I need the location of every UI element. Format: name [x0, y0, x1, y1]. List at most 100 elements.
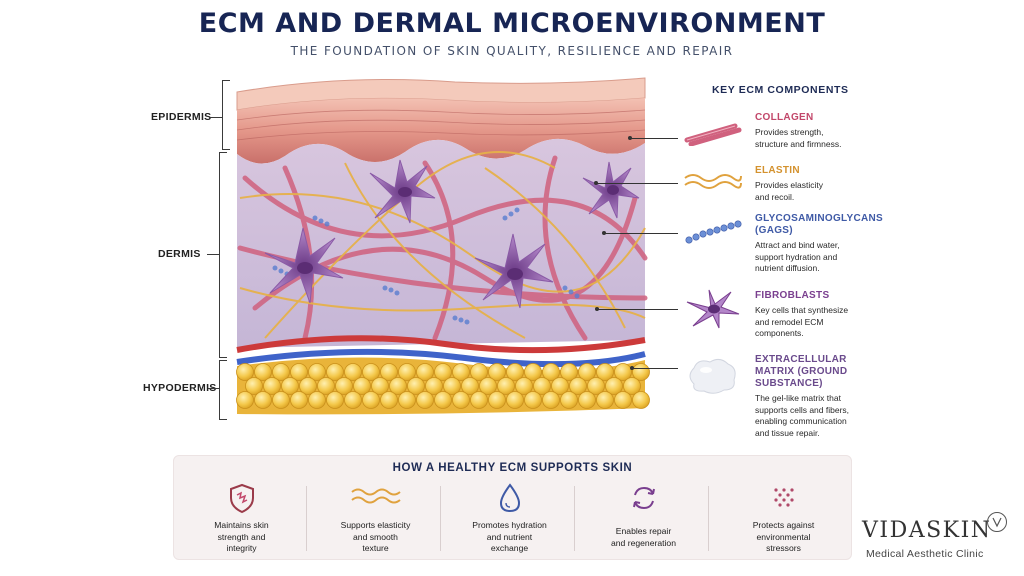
fat-cell — [488, 363, 506, 381]
benefit-hydration-line3: exchange — [490, 543, 529, 553]
fat-cell — [407, 377, 425, 395]
page-title: ECM AND DERMAL MICROENVIRONMENT — [198, 8, 826, 39]
benefits-panel: HOW A HEALTHY ECM SUPPORTS SKIN Maintain… — [173, 455, 852, 560]
benefit-hydration-line1: Promotes hydration — [472, 520, 547, 530]
fat-cell — [443, 377, 461, 395]
fat-cell — [380, 363, 398, 381]
fat-cell — [353, 377, 371, 395]
fibroblast-leader — [597, 309, 678, 310]
fat-cell — [614, 363, 632, 381]
fat-cell — [236, 363, 254, 381]
label-dermis: DERMIS — [158, 248, 201, 260]
fat-cell — [497, 377, 515, 395]
benefit-divider — [708, 486, 709, 551]
benefit-divider — [440, 486, 441, 551]
ground-substance-desc-3: enabling communication — [755, 416, 847, 426]
cycle-icon — [632, 486, 655, 510]
fat-cell — [614, 391, 632, 409]
fat-cell — [524, 363, 542, 381]
fat-cell — [425, 377, 443, 395]
brand-v-mark-icon — [987, 512, 1007, 532]
benefits-title: HOW A HEALTHY ECM SUPPORTS SKIN — [392, 462, 633, 474]
elastin-name: ELASTIN — [755, 165, 800, 176]
fat-cell — [470, 363, 488, 381]
gags-icon — [685, 220, 742, 244]
shield-icon — [229, 483, 254, 514]
collagen-name: COLLAGEN — [755, 112, 814, 123]
fat-cell — [632, 363, 650, 381]
benefit-divider — [306, 486, 307, 551]
fat-cell — [452, 391, 470, 409]
fat-cell — [452, 363, 470, 381]
gags-entry: GLYCOSAMINOGLYCANS(GAGS) Attract and bin… — [755, 213, 895, 275]
fat-cell — [596, 363, 614, 381]
label-epidermis: EPIDERMIS — [151, 111, 212, 123]
fat-cell — [515, 377, 533, 395]
benefit-repair-line1: Enables repair — [615, 526, 672, 536]
fat-cell — [326, 363, 344, 381]
fat-cell — [272, 391, 290, 409]
fibroblast-desc-3: components. — [755, 328, 804, 338]
hypodermis-bracket — [219, 360, 227, 420]
fat-cell — [308, 363, 326, 381]
fat-cell — [317, 377, 335, 395]
fat-cell — [245, 377, 263, 395]
ground-substance-desc-1: The gel-like matrix that — [755, 393, 841, 403]
fat-cell — [308, 391, 326, 409]
fat-cell — [362, 363, 380, 381]
ground-substance-leader — [632, 368, 678, 369]
fat-cell — [533, 377, 551, 395]
skin-cross-section-illustration — [236, 77, 650, 415]
fat-cell — [542, 363, 560, 381]
fat-cell — [326, 391, 344, 409]
fat-cell — [416, 391, 434, 409]
fat-cell — [506, 391, 524, 409]
fat-cell — [263, 377, 281, 395]
wave-icon — [350, 488, 401, 504]
fat-cell — [290, 363, 308, 381]
collagen-icon — [684, 123, 742, 146]
dermis-tick — [207, 254, 219, 255]
fibroblast-desc-2: and remodel ECM — [755, 316, 824, 327]
benefit-elasticity-line1: Supports elasticity — [340, 520, 411, 530]
fat-cell — [632, 391, 650, 409]
elastin-desc-2: and recoil. — [755, 191, 795, 202]
fat-cell — [506, 363, 524, 381]
collagen-desc-1: Provides strength, — [755, 127, 824, 137]
fat-cell — [479, 377, 497, 395]
gags-name-2: (GAGS) — [755, 225, 793, 236]
gags-name: GLYCOSAMINOGLYCANS(GAGS) — [755, 213, 895, 237]
fat-cell — [560, 391, 578, 409]
fat-cell — [344, 363, 362, 381]
fat-cell — [290, 391, 308, 409]
label-hypodermis: HYPODERMIS — [143, 382, 217, 394]
fat-cell — [578, 363, 596, 381]
dots-grid-icon — [773, 488, 794, 507]
key-components-title: KEY ECM COMPONENTS — [712, 84, 849, 96]
fat-cell — [344, 391, 362, 409]
gags-leader — [604, 233, 678, 234]
fat-cell — [524, 391, 542, 409]
elastin-desc-1: Provides elasticity — [755, 180, 824, 190]
brand-tagline: Medical Aesthetic Clinic — [866, 548, 984, 560]
benefit-protection-line1: Protects against — [752, 520, 815, 530]
fat-cell — [578, 391, 596, 409]
fat-cell — [389, 377, 407, 395]
benefit-strength-line3: integrity — [226, 543, 257, 553]
fat-cell — [623, 377, 641, 395]
gags-desc-1: Attract and bind water, — [755, 240, 840, 250]
fat-cell — [461, 377, 479, 395]
benefit-strength-line1: Maintains skin — [214, 520, 269, 530]
gags-leader-dot — [602, 231, 606, 235]
fat-cell — [335, 377, 353, 395]
page-subtitle: THE FOUNDATION OF SKIN QUALITY, RESILIEN… — [290, 44, 734, 58]
collagen-entry: COLLAGEN Provides strength,structure and… — [755, 112, 895, 150]
fibroblast-leader-dot — [595, 307, 599, 311]
collagen-leader — [630, 138, 678, 139]
